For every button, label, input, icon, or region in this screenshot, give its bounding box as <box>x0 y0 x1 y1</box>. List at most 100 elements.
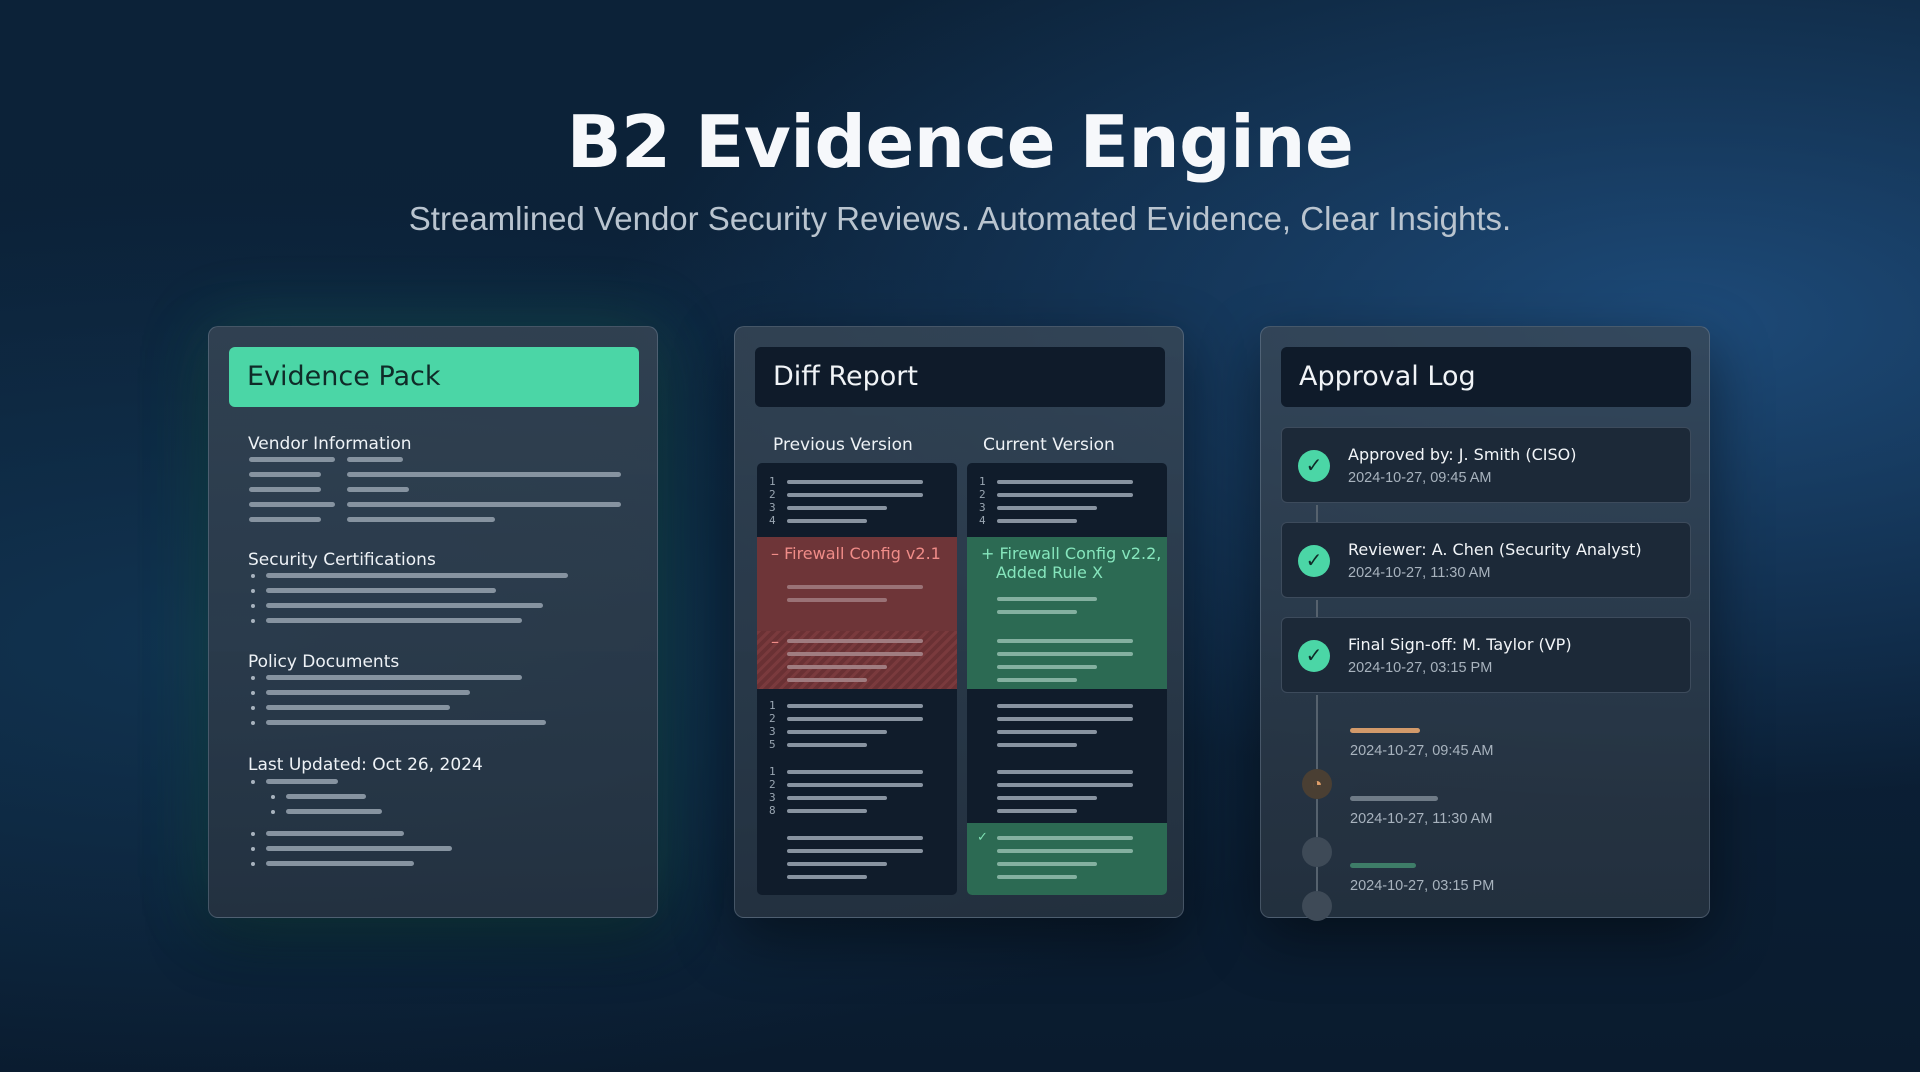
code-line <box>787 493 923 497</box>
code-line <box>997 730 1097 734</box>
list-bullet <box>251 619 255 623</box>
line-number: 3 <box>769 791 776 804</box>
text-placeholder-line <box>266 705 450 710</box>
line-number: 3 <box>979 501 986 514</box>
evidence-pack-header[interactable]: Evidence Pack <box>229 347 639 407</box>
text-placeholder-line <box>347 472 621 477</box>
previous-version-label: Previous Version <box>773 435 913 455</box>
list-bullet <box>271 795 275 799</box>
approval-log-panel[interactable]: Approval Log ✓ Approved by: J. Smith (CI… <box>1260 326 1710 921</box>
list-bullet <box>251 604 255 608</box>
code-line <box>787 665 887 669</box>
line-number: 1 <box>769 475 776 488</box>
diff-report-panel[interactable]: Diff Report Previous Version Current Ver… <box>734 326 1184 918</box>
code-line <box>997 717 1133 721</box>
approval-log-header[interactable]: Approval Log <box>1281 347 1691 407</box>
pending-timestamp: 2024-10-27, 11:30 AM <box>1350 811 1493 827</box>
text-placeholder-line <box>266 720 546 725</box>
text-placeholder-line <box>266 573 568 578</box>
check-circle-icon: ✓ <box>1298 640 1330 672</box>
text-placeholder-line <box>266 846 452 851</box>
code-line <box>787 704 923 708</box>
text-placeholder-line <box>266 675 522 680</box>
added-line-text: + Firewall Config v2.2, <box>981 544 1162 563</box>
code-line <box>997 665 1097 669</box>
line-number: 4 <box>979 514 986 527</box>
list-bullet <box>251 862 255 866</box>
check-circle-icon: ✓ <box>1298 450 1330 482</box>
code-line <box>997 493 1133 497</box>
line-number: 4 <box>769 514 776 527</box>
code-line <box>787 809 867 813</box>
text-placeholder-line <box>249 487 321 492</box>
section-policy-documents: Policy Documents <box>248 652 400 672</box>
code-line <box>997 836 1133 840</box>
approval-item[interactable]: ✓ Reviewer: A. Chen (Security Analyst) 2… <box>1281 522 1691 598</box>
text-placeholder-line <box>266 603 543 608</box>
text-placeholder-line <box>249 457 335 462</box>
timeline-connector <box>1316 600 1318 618</box>
list-bullet <box>251 691 255 695</box>
code-line <box>997 796 1097 800</box>
text-placeholder-line <box>249 517 321 522</box>
section-vendor-information: Vendor Information <box>248 434 412 454</box>
timeline-connector <box>1316 505 1318 523</box>
removed-marker: – <box>771 632 779 651</box>
added-line-text-continued: Added Rule X <box>996 563 1103 582</box>
list-bullet <box>251 832 255 836</box>
check-icon: ✓ <box>977 829 988 844</box>
approval-item[interactable]: ✓ Approved by: J. Smith (CISO) 2024-10-2… <box>1281 427 1691 503</box>
timeline-connector <box>1316 867 1318 905</box>
code-line <box>787 480 923 484</box>
code-line <box>787 639 923 643</box>
evidence-pack-panel[interactable]: Evidence Pack Vendor Information Securit… <box>208 326 658 918</box>
text-placeholder-line <box>266 779 338 784</box>
approval-item[interactable]: ✓ Final Sign-off: M. Taylor (VP) 2024-10… <box>1281 617 1691 693</box>
line-number: 2 <box>769 488 776 501</box>
code-line <box>997 597 1097 601</box>
code-line <box>997 678 1077 682</box>
text-placeholder-line <box>266 690 470 695</box>
list-bullet <box>251 721 255 725</box>
current-version-pane[interactable]: 1 2 3 4 + Firewall Config v2.2, Added Ru… <box>967 463 1167 895</box>
section-last-updated: Last Updated: Oct 26, 2024 <box>248 755 483 775</box>
text-placeholder-line <box>286 809 382 814</box>
diff-report-header[interactable]: Diff Report <box>755 347 1165 407</box>
pending-item-status <box>1302 891 1332 921</box>
code-line <box>787 796 887 800</box>
code-line <box>787 678 867 682</box>
text-placeholder-line <box>266 618 522 623</box>
code-line <box>787 770 923 774</box>
code-line <box>997 875 1077 879</box>
text-placeholder-line <box>249 502 335 507</box>
line-number: 2 <box>979 488 986 501</box>
added-block: + Firewall Config v2.2, Added Rule X <box>967 537 1167 689</box>
code-line <box>787 783 923 787</box>
previous-version-pane[interactable]: 1 2 3 4 – Firewall Config v2.1 – 1 2 3 5… <box>757 463 957 895</box>
code-line <box>787 849 923 853</box>
text-placeholder-line <box>347 457 403 462</box>
code-line <box>997 480 1133 484</box>
code-line <box>787 743 867 747</box>
line-number: 2 <box>769 778 776 791</box>
text-placeholder-line <box>266 861 414 866</box>
approval-title: Reviewer: A. Chen (Security Analyst) <box>1348 540 1642 559</box>
section-security-certifications: Security Certifications <box>248 550 436 570</box>
text-placeholder-line <box>286 794 366 799</box>
code-line <box>787 506 887 510</box>
clock-icon: ◔ <box>1311 774 1323 794</box>
code-line <box>997 506 1097 510</box>
pending-timestamp: 2024-10-27, 03:15 PM <box>1350 878 1495 894</box>
text-placeholder-line <box>347 502 621 507</box>
code-line <box>997 809 1077 813</box>
approval-timestamp: 2024-10-27, 11:30 AM <box>1348 565 1491 581</box>
hero-title: B2 Evidence Engine <box>566 100 1354 184</box>
text-placeholder-line <box>266 831 404 836</box>
line-number: 3 <box>769 501 776 514</box>
code-line <box>997 639 1133 643</box>
code-line <box>787 875 867 879</box>
code-line <box>997 704 1133 708</box>
approval-timestamp: 2024-10-27, 03:15 PM <box>1348 660 1493 676</box>
pending-item-placeholder <box>1350 728 1420 733</box>
code-line <box>787 862 887 866</box>
